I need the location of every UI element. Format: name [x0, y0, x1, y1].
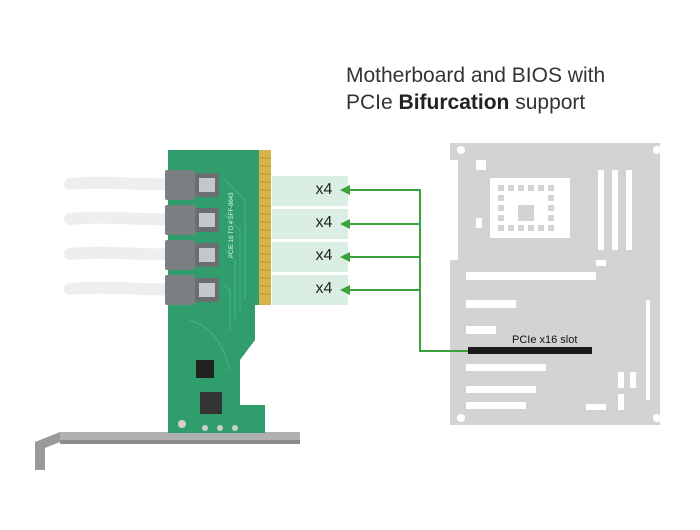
motherboard-diagram: [450, 143, 661, 425]
lane-band-2: [272, 209, 348, 239]
pcie-x16-slot: [468, 347, 592, 354]
connector-4: [165, 275, 219, 305]
connectors: [165, 170, 219, 305]
slot-label: PCIe x16 slot: [512, 334, 578, 346]
cable-1: [64, 176, 178, 191]
connector-2: [165, 205, 219, 235]
arrow-trunk: [388, 189, 468, 352]
lane-label-1: x4: [315, 181, 333, 198]
connector-3: [165, 240, 219, 270]
lane-band-4: [272, 275, 348, 305]
card-silkscreen-text: PCIE 16 TO 4 SFF-8643: [229, 192, 235, 258]
lane-label-2: x4: [315, 214, 333, 231]
heading-line-2-prefix: PCIe: [346, 91, 399, 114]
cable-2: [64, 211, 178, 226]
cable-4: [64, 281, 178, 296]
lane-bands: [272, 176, 348, 305]
gold-fingers: [259, 150, 271, 305]
bifurcation-arrows: [340, 185, 468, 352]
cables: [64, 176, 178, 296]
heading-line-1: Motherboard and BIOS with: [346, 64, 606, 87]
heading-line-2: PCIe Bifurcation support: [346, 89, 605, 116]
mounting-bracket: [35, 432, 300, 470]
heading-bifurcation-bold: Bifurcation: [398, 91, 510, 114]
lane-band-1: [272, 176, 348, 206]
lane-label-3: x4: [315, 247, 333, 264]
connector-1: [165, 170, 219, 200]
cable-3: [64, 246, 178, 261]
lane-band-3: [272, 242, 348, 272]
heading-line-2-suffix: support: [509, 91, 586, 114]
heading: Motherboard and BIOS with PCIe Bifurcati…: [346, 62, 605, 116]
lane-label-4: x4: [315, 280, 333, 297]
